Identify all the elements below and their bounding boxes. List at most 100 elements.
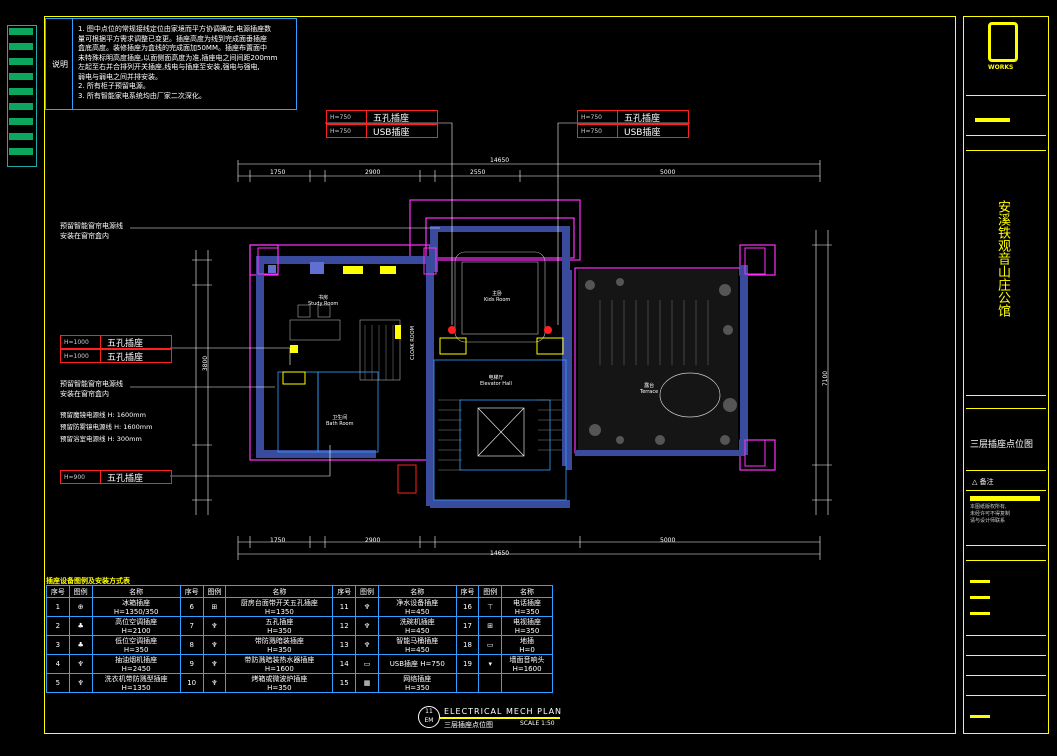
plan-title-scale: SCALE 1:50 xyxy=(520,720,555,727)
elevator xyxy=(477,407,525,457)
dim-top-seg: 5000 xyxy=(660,169,676,176)
note-line: 3. 所有智能家电系统均由厂家二次深化。 xyxy=(78,91,206,100)
tb-divider xyxy=(966,635,1046,636)
legend-symbol-icon: ⊞ xyxy=(478,616,503,636)
right-dimension-lines xyxy=(812,230,832,515)
left-dimension-lines xyxy=(192,250,212,515)
legend-symbol-icon: ▦ xyxy=(355,673,379,693)
legend-header-row: 序号图例名称 序号图例名称 序号图例名称 序号图例名称 xyxy=(46,585,553,598)
annotation: 预留防雾镜电源线 H: 1600mm xyxy=(60,423,153,431)
tb-bar xyxy=(975,118,1010,122)
floor-plan xyxy=(130,122,832,560)
tb-divider xyxy=(966,560,1046,561)
legend-symbol-icon: ▭ xyxy=(478,635,503,655)
dim-right: 7100 xyxy=(822,370,830,387)
remarks-label: △ 备注 xyxy=(972,478,994,486)
legend-symbol-icon: ♆ xyxy=(202,673,227,693)
legend-header: 名称 xyxy=(501,585,553,598)
legend-title: 插座设备图例及安装方式表 xyxy=(46,577,130,585)
notes-divider xyxy=(72,19,73,109)
notes-label: 说明 xyxy=(52,60,68,69)
binding-strip xyxy=(7,25,37,167)
binding-strip-blocks xyxy=(9,28,33,162)
legend-symbol-icon: ♆ xyxy=(202,616,227,636)
tb-divider xyxy=(966,545,1046,546)
terrace-pattern xyxy=(578,270,738,450)
tb-divider xyxy=(966,135,1046,136)
bed xyxy=(454,251,546,343)
legend-header: 序号 xyxy=(455,585,480,598)
dim-top-seg: 2550 xyxy=(470,169,486,176)
legend-header: 序号 xyxy=(332,585,357,598)
tb-bar xyxy=(970,580,990,583)
legend-header: 图例 xyxy=(68,585,93,598)
legend-symbol-icon: ♆ xyxy=(202,635,227,655)
annotation: 预留智能窗帘电源线 xyxy=(60,222,123,230)
dim-top-seg: 1750 xyxy=(270,169,286,176)
socket-red-markers xyxy=(448,326,552,334)
legend-header: 名称 xyxy=(225,585,334,598)
drawing-name: 三层插座点位图 xyxy=(970,440,1034,450)
tb-bar xyxy=(970,496,1040,501)
tb-divider xyxy=(966,655,1046,656)
note-line: 盒底高度。装修插座为盒线的完成面加50MM。插座布置面中 xyxy=(78,44,267,52)
legend-header: 名称 xyxy=(377,585,457,598)
dim-bottom-seg: 5000 xyxy=(660,537,676,544)
furniture xyxy=(289,304,401,381)
room-label: CLOAK ROOM xyxy=(409,326,416,360)
legend-symbol-icon: ⊤ xyxy=(478,597,503,617)
remarks-text: 本图纸版权所有, 未经许可不得复制 请与设计师联系 xyxy=(970,504,1011,524)
tb-bar xyxy=(970,612,990,615)
annotation: 预留浴室电源线 H: 300mm xyxy=(60,435,142,443)
tb-bar xyxy=(970,715,990,718)
inner-lines xyxy=(277,359,567,501)
bottom-dimension-lines xyxy=(237,536,821,560)
top-dimension-lines xyxy=(237,160,821,182)
walls xyxy=(256,226,748,508)
note-line: 弱电与弱电之间并排安装。 xyxy=(78,72,162,81)
annotation: 预留智能窗帘电源线 xyxy=(60,380,123,388)
stair-treads xyxy=(438,399,562,471)
legend-symbol-icon: ♆ xyxy=(355,597,379,617)
socket-markers xyxy=(282,266,564,385)
plan-title-cn: 三层插座点位图 xyxy=(444,721,493,729)
tb-divider xyxy=(966,408,1046,409)
legend-header: 图例 xyxy=(202,585,227,598)
legend-symbol-icon: ♆ xyxy=(202,654,227,674)
logo xyxy=(988,22,1018,62)
plan-title-en: ELECTRICAL MECH PLAN xyxy=(444,707,563,716)
notes-text: 1. 图中点位的常规接线定位由家境而平方协调确定,电源插座数 量可根据平方需求调… xyxy=(78,25,277,101)
tb-bar xyxy=(970,596,990,599)
legend-symbol-icon: ♣ xyxy=(68,635,93,655)
corner-pilasters xyxy=(257,247,766,467)
tb-divider xyxy=(966,490,1046,491)
tb-divider xyxy=(966,470,1046,471)
legend-symbol-icon: ♆ xyxy=(355,635,379,655)
legend-header: 名称 xyxy=(91,585,181,598)
legend-symbol-icon: ▭ xyxy=(355,654,379,674)
legend-symbol-icon: ♆ xyxy=(355,616,379,636)
annotation: 安装在窗帘盒内 xyxy=(60,390,109,398)
drawing-frame xyxy=(44,16,956,734)
legend-symbol-icon: ⊕ xyxy=(68,597,93,617)
leader-lines xyxy=(130,122,690,477)
legend-header: 图例 xyxy=(355,585,379,598)
tb-divider xyxy=(966,675,1046,676)
plan-title-underline xyxy=(440,717,560,719)
